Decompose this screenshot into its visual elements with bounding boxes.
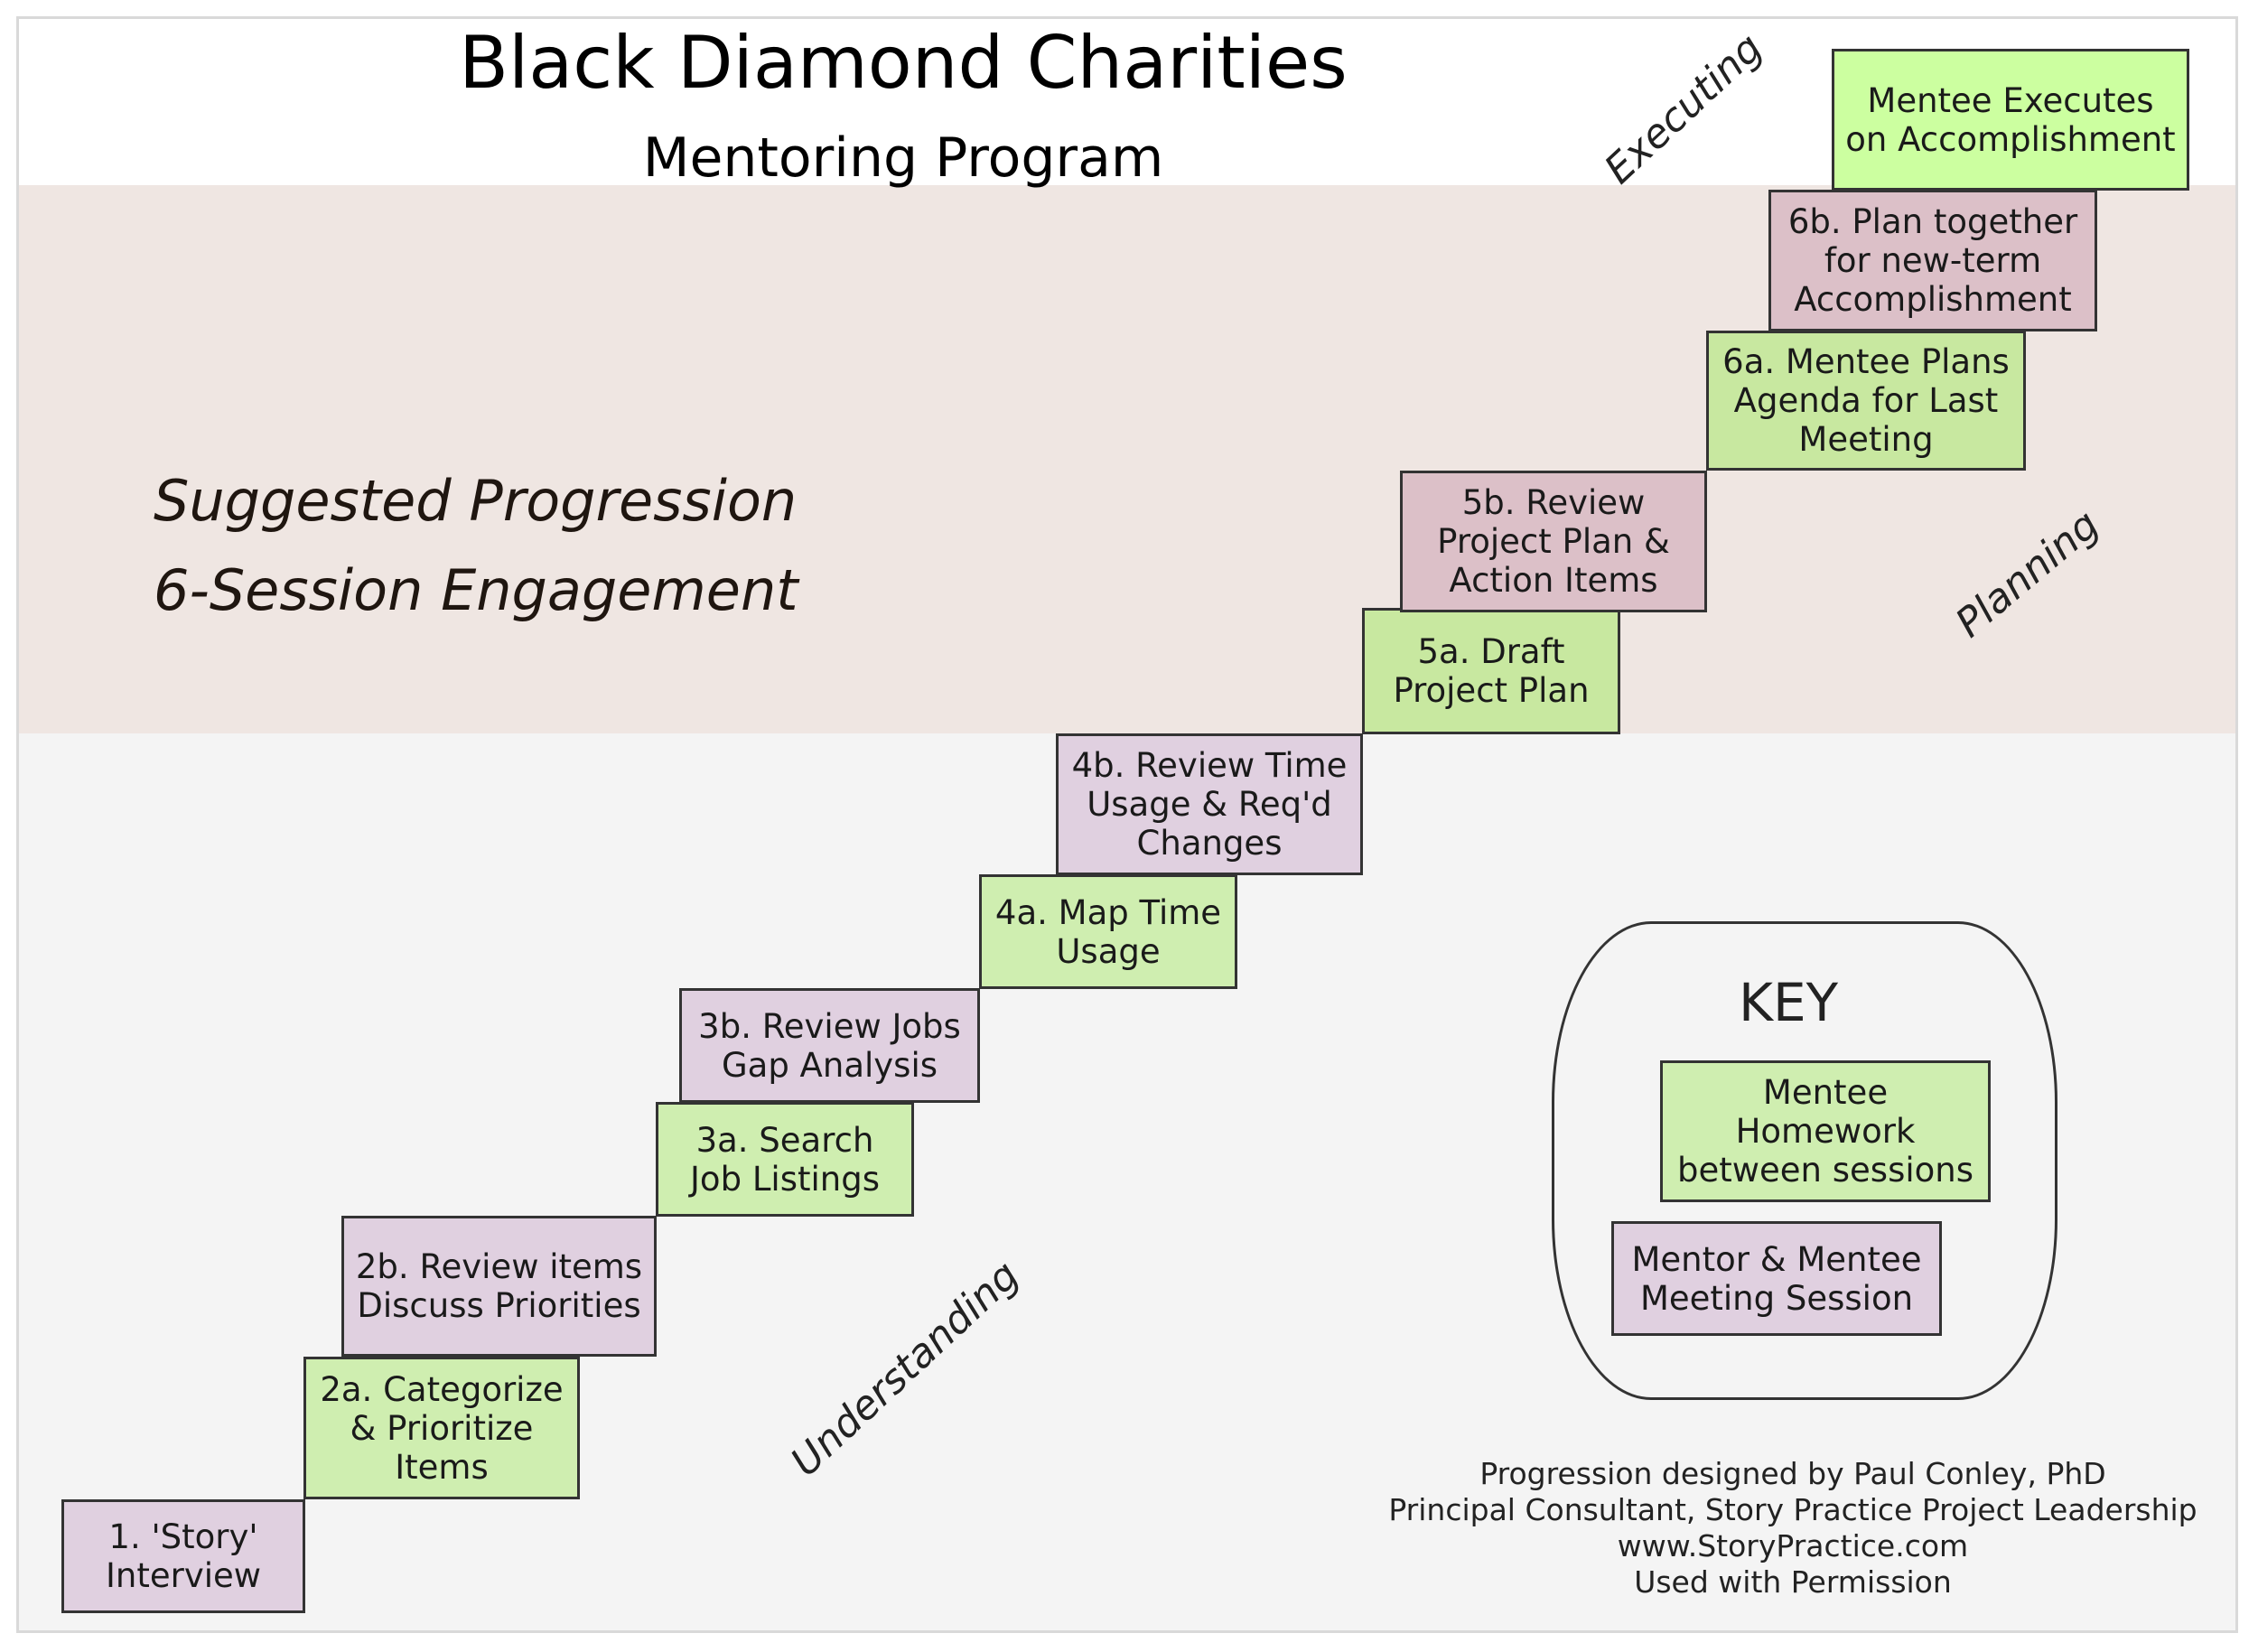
step-label-4a: 4a. Map Time Usage (994, 892, 1222, 971)
diagram-subtitle: Mentoring Program (642, 126, 1164, 190)
step-box-4b: 4b. Review Time Usage & Req'd Changes (1056, 733, 1363, 875)
step-label-3a: 3a. Search Job Listings (690, 1120, 880, 1199)
step-box-6a: 6a. Mentee Plans Agenda for Last Meeting (1706, 331, 2026, 471)
key-meeting-label: Mentor & Mentee Meeting Session (1631, 1239, 1922, 1318)
step-box-4a: 4a. Map Time Usage (979, 874, 1237, 989)
step-box-3a: 3a. Search Job Listings (656, 1102, 914, 1217)
step-label-5b: 5b. Review Project Plan & Action Items (1437, 483, 1670, 600)
key-meeting-swatch: Mentor & Mentee Meeting Session (1611, 1221, 1942, 1336)
step-box-1: 1. 'Story' Interview (61, 1499, 305, 1613)
key-homework-label: Mentee Homework between sessions (1677, 1073, 1973, 1190)
step-label-1: 1. 'Story' Interview (105, 1517, 262, 1595)
step-label-2b: 2b. Review items Discuss Priorities (355, 1247, 643, 1325)
key-title: KEY (1738, 972, 1839, 1033)
key-homework-swatch: Mentee Homework between sessions (1660, 1060, 1991, 1202)
step-box-5a: 5a. Draft Project Plan (1362, 608, 1620, 734)
summary-line-1: Suggested Progression (154, 468, 798, 534)
step-label-6b: 6b. Plan together for new-term Accomplis… (1787, 202, 2078, 319)
step-box-6b: 6b. Plan together for new-term Accomplis… (1768, 190, 2097, 331)
step-box-5b: 5b. Review Project Plan & Action Items (1400, 471, 1707, 612)
diagram-frame (16, 16, 2238, 1633)
step-label-4b: 4b. Review Time Usage & Req'd Changes (1071, 746, 1348, 863)
step-box-7: Mentee Executes on Accomplishment (1832, 49, 2189, 191)
credits-line: Principal Consultant, Story Practice Pro… (1388, 1492, 2197, 1527)
key-legend (1552, 921, 2057, 1400)
step-label-3b: 3b. Review Jobs Gap Analysis (698, 1006, 961, 1085)
step-label-2a: 2a. Categorize & Prioritize Items (320, 1369, 564, 1487)
step-label-7: Mentee Executes on Accomplishment (1845, 80, 2176, 159)
credits-line: Progression designed by Paul Conley, PhD (1479, 1456, 2106, 1491)
step-label-6a: 6a. Mentee Plans Agenda for Last Meeting (1722, 342, 2010, 459)
credits-line: Used with Permission (1634, 1564, 1952, 1600)
summary-line-2: 6-Session Engagement (154, 557, 798, 623)
step-box-2a: 2a. Categorize & Prioritize Items (303, 1357, 580, 1499)
step-box-3b: 3b. Review Jobs Gap Analysis (679, 988, 980, 1103)
credits-block: Progression designed by Paul Conley, PhD… (1337, 1456, 2249, 1601)
step-box-2b: 2b. Review items Discuss Priorities (341, 1216, 657, 1357)
diagram-title: Black Diamond Charities (459, 21, 1348, 105)
step-label-5a: 5a. Draft Project Plan (1393, 632, 1590, 710)
credits-line: www.StoryPractice.com (1617, 1528, 1969, 1563)
